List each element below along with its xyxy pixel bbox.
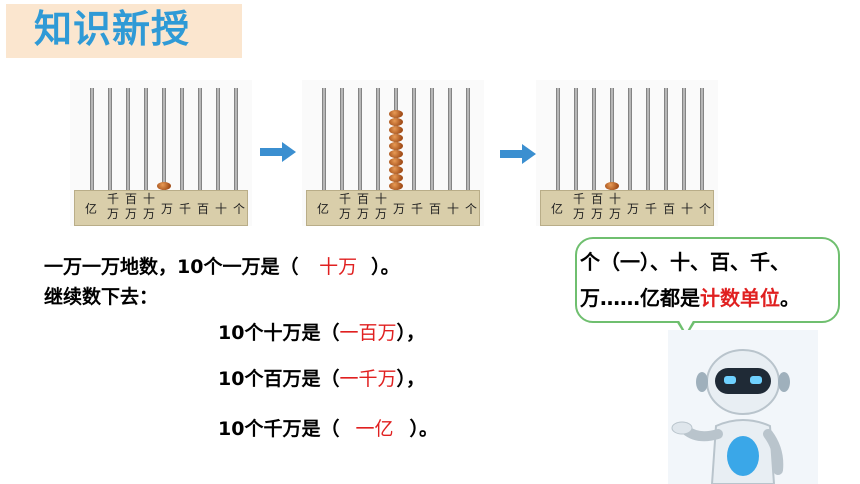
abacus-base: 亿 千 万 百 万 十 万 万 千 百 十 个 (74, 190, 248, 226)
speech-bubble (575, 237, 840, 323)
abacus-1: 亿 千 万 百 万 十 万 万 千 百 十 个 (70, 80, 252, 226)
abacus-3: 亿 千 万 百 万 十 万 万 千 百 十 个 (536, 80, 718, 226)
line-1: 一万一万地数，10个一万是（ 十万）。 (44, 256, 400, 278)
line-2: 继续数下去： (44, 286, 159, 308)
answer-2: 一百万 (339, 322, 397, 344)
abacus-base: 亿 千 万 百 万 十 万 万 千 百 十 个 (540, 190, 714, 226)
bubble-line-2: 万……亿都是计数单位。 (580, 286, 800, 310)
answer-3: 一千万 (339, 368, 397, 390)
answer-1: 十万 (319, 256, 358, 278)
abacus-2: 亿 千 万 百 万 十 万 万 千 百 十 个 (302, 80, 484, 226)
line-3: 10个十万是（一百万）， (218, 322, 425, 344)
line-4: 10个百万是（一千万）， (218, 368, 425, 390)
title-banner (6, 4, 242, 58)
arrow-right-icon (500, 144, 536, 164)
abacus-base: 亿 千 万 百 万 十 万 万 千 百 十 个 (306, 190, 480, 226)
answer-4: 一亿 (355, 418, 394, 440)
robot-icon (668, 330, 818, 484)
abacus-bead (157, 182, 171, 190)
page-title: 知识新授 (34, 7, 191, 51)
arrow-right-icon (260, 142, 296, 162)
bubble-line-1: 个（一）、十、百、千、 (580, 250, 790, 274)
line-5: 10个千万是（一亿）。 (218, 418, 438, 440)
